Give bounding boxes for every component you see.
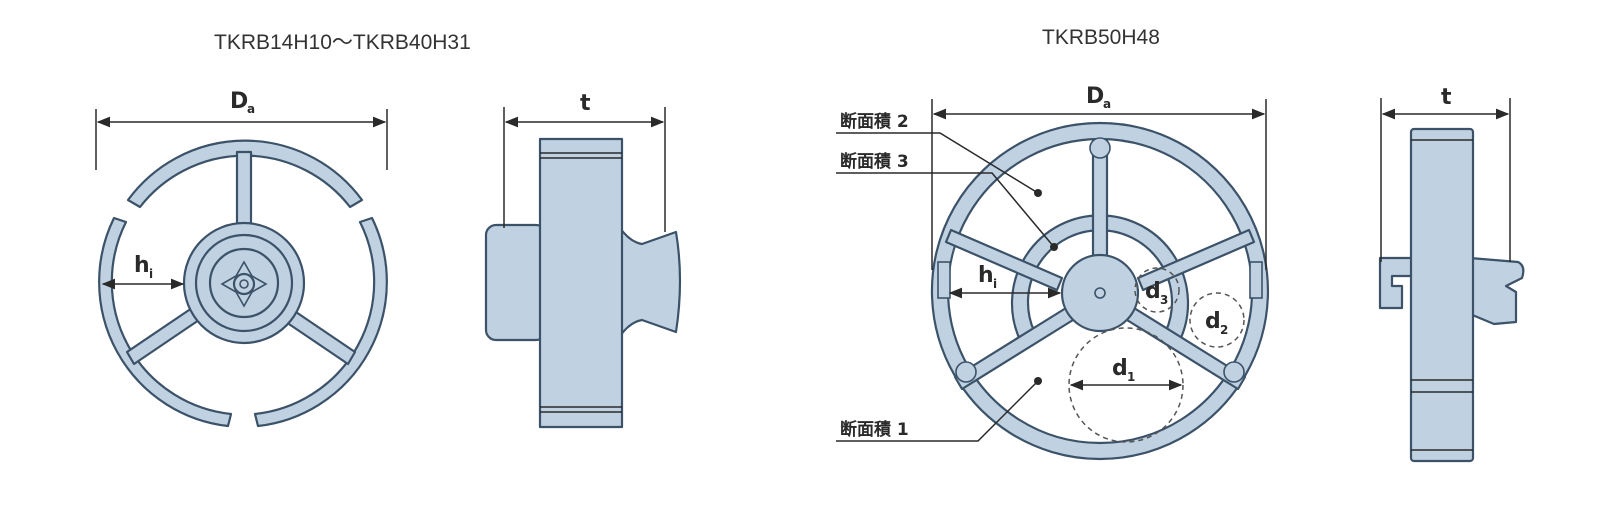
left-hi-label: h [134,253,150,278]
d3-label: d [1145,279,1161,304]
left-front-view: D a h i [95,89,388,428]
left-t-label: t [580,91,591,116]
left-da-label: D [230,89,248,114]
section-area-3-label: 断面積 3 [840,151,909,172]
d2-subscript: 2 [1220,323,1228,337]
left-da-subscript: a [247,102,255,116]
right-t-label: t [1441,85,1452,110]
right-da-label: D [1086,84,1104,109]
d2-label: d [1205,309,1221,334]
right-side-view: t [1378,85,1525,463]
right-diagram-title: TKRB50H48 [1042,26,1160,49]
section-area-1-label: 断面積 1 [840,419,909,440]
right-da-subscript: a [1103,97,1111,111]
left-hi-subscript: i [149,267,153,281]
section-area-2-label: 断面積 2 [840,111,909,132]
left-diagram-title: TKRB14H10～TKRB40H31 [214,31,471,54]
right-hi-subscript: i [993,277,997,291]
d3-subscript: 3 [1160,293,1168,307]
right-front-view: D a h i d 1 d 2 d 3 断面積 2 断面積 3 断面積 1 [836,84,1269,461]
left-side-view: t [484,91,682,429]
d1-label: d [1112,356,1128,381]
d1-subscript: 1 [1127,370,1135,384]
right-hi-label: h [978,263,994,288]
